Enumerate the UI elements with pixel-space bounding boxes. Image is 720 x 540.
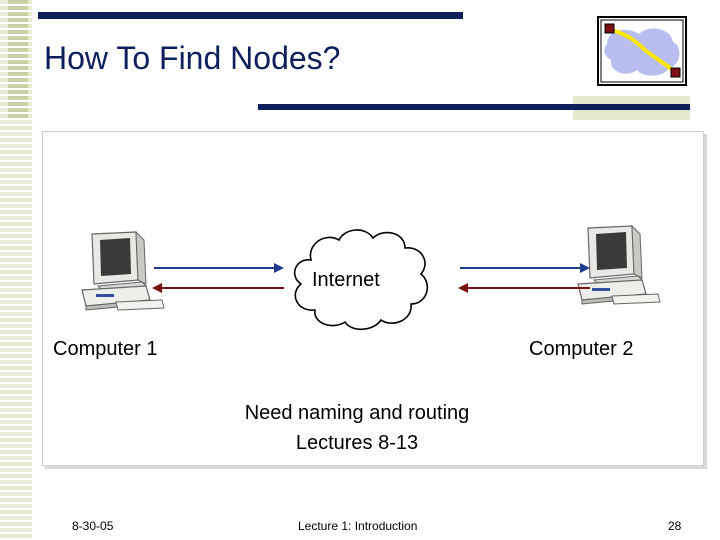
footer-page-number: 28 — [668, 519, 681, 533]
left-decor-bar-dark — [8, 0, 28, 120]
computer1-label: Computer 1 — [53, 338, 158, 361]
arrow-right-icon — [150, 260, 286, 296]
title-rule — [258, 104, 690, 110]
note-line-2: Lectures 8-13 — [207, 432, 507, 455]
footer-date: 8-30-05 — [72, 519, 113, 533]
arrow-left-icon — [456, 260, 592, 296]
note-line-1: Need naming and routing — [207, 402, 507, 425]
cloud-label: Internet — [312, 269, 380, 292]
slide-title: How To Find Nodes? — [44, 40, 340, 77]
computer2-label: Computer 2 — [529, 338, 634, 361]
network-logo-icon — [597, 16, 687, 86]
footer-lecture: Lecture 1: Introduction — [298, 519, 417, 533]
top-rule — [38, 12, 463, 19]
